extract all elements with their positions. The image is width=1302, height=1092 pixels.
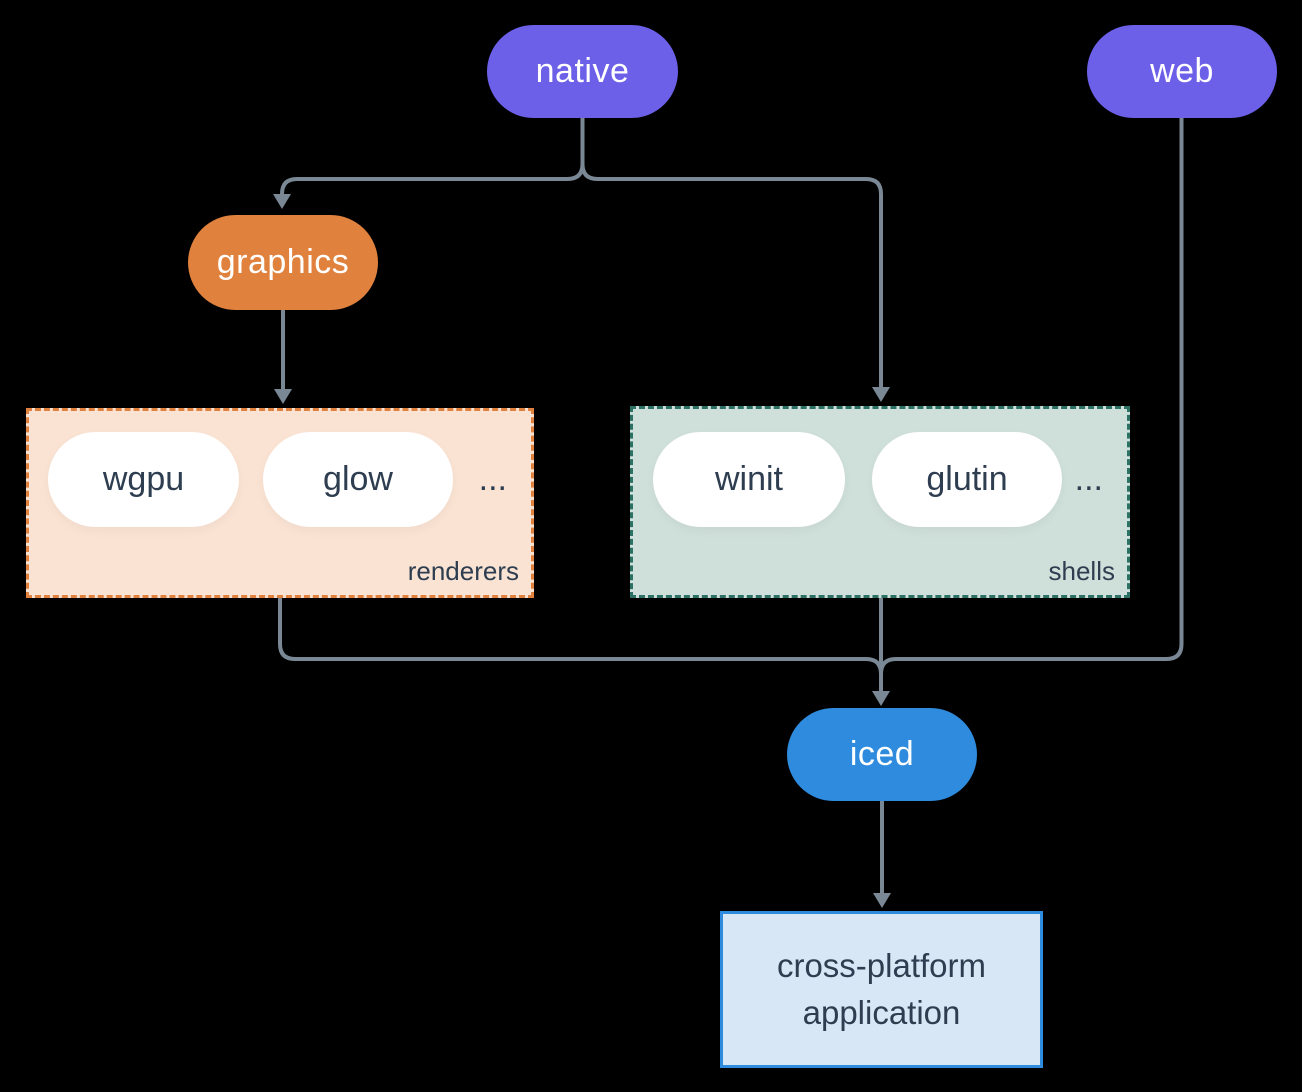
arrow-down-icon (274, 389, 292, 404)
group-label-renderers: renderers (407, 556, 519, 586)
node-graphics: graphics (188, 215, 378, 310)
group-label-shells: shells (1048, 556, 1115, 586)
edge-native-graphics (280, 118, 585, 196)
node-web-label: web (1150, 52, 1214, 90)
arrow-down-icon (273, 194, 291, 209)
renderers-ellipsis: ... (478, 460, 507, 498)
node-application: cross-platform application (720, 911, 1043, 1068)
node-iced-label: iced (849, 735, 915, 773)
edge-native-shells (580, 118, 883, 389)
node-glow-label: glow (323, 460, 393, 498)
group-renderers: wgpu glow ... renderers (26, 408, 534, 598)
group-shells: winit glutin ... shells (630, 406, 1130, 598)
arrow-down-icon (872, 691, 890, 706)
node-application-line2: application (802, 993, 961, 1031)
node-winit-label: winit (714, 460, 784, 498)
arrow-down-icon (873, 893, 891, 908)
node-wgpu: wgpu (48, 432, 239, 527)
node-glutin-label: glutin (926, 460, 1008, 498)
node-application-line1: cross-platform (776, 946, 987, 984)
node-native: native (487, 25, 678, 118)
shells-ellipsis: ... (1074, 460, 1103, 498)
node-winit: winit (653, 432, 845, 527)
node-glutin: glutin (872, 432, 1062, 527)
node-glow: glow (263, 432, 453, 527)
node-wgpu-label: wgpu (102, 460, 185, 498)
node-native-label: native (535, 52, 630, 90)
node-iced: iced (787, 708, 977, 801)
edge-renderers-iced (278, 598, 883, 675)
node-web: web (1087, 25, 1277, 118)
arrow-down-icon (872, 387, 890, 402)
node-graphics-label: graphics (216, 243, 350, 281)
